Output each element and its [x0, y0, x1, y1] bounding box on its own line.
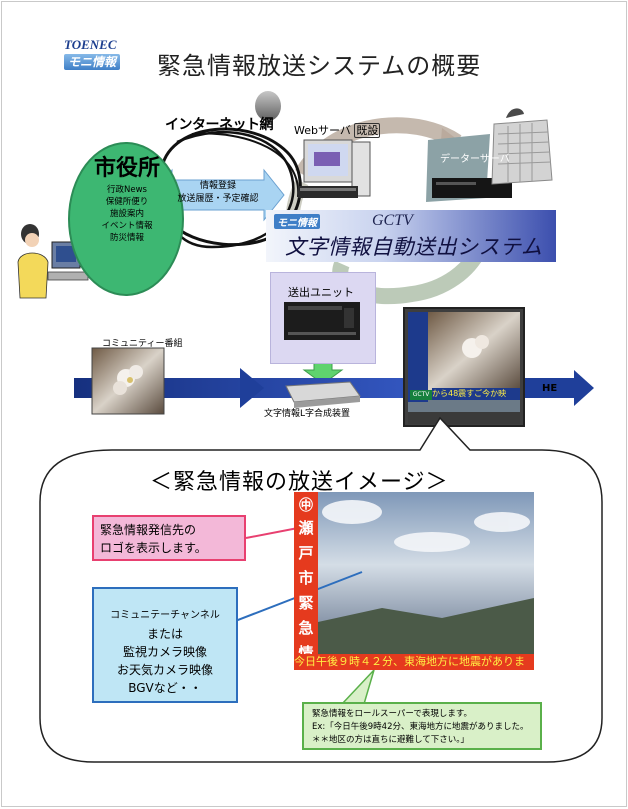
bg-note-line: または: [146, 627, 183, 641]
logo-line2: モニ情報: [64, 54, 121, 70]
city-hall-item: 施設案内: [109, 209, 144, 219]
gctv-system-name: 文字情報自動送出システム: [285, 235, 543, 259]
city-hall-item: 防災情報: [109, 233, 144, 243]
web-server-pc: [298, 139, 371, 198]
tv-logo: GCTV: [410, 390, 432, 400]
emergency-photo-land: [318, 598, 534, 654]
internet-globe: [255, 91, 281, 121]
vertical-char: 戸: [298, 544, 314, 562]
internet-label: インターネット網: [165, 117, 274, 133]
vertical-char: 報: [298, 669, 314, 687]
city-hall-items: 行政News 保健所便り 施設案内 イベント情報 防災情報: [82, 184, 172, 244]
tv-scroll-tape: から48震すご今か映: [432, 388, 520, 400]
send-unit-overlay: [284, 302, 360, 340]
toenec-logo: TOENEC モニ情報: [64, 38, 134, 74]
arrow-text-line2: 放送履歴・予定確認: [177, 194, 259, 204]
vertical-char: 緊: [298, 594, 314, 612]
emergency-photo-clouds: [322, 500, 530, 552]
person-at-pc: [17, 224, 89, 299]
page-title: 緊急情報放送システムの概要: [157, 52, 482, 80]
roll-note-line: Ex:「今日午後9時42分、東海地方に地震がありました。＊＊地区の方は直ちに避難…: [312, 722, 529, 745]
emergency-vertical-logo: ㊥ 瀬 戸 市 緊 急 情 報: [294, 492, 318, 687]
pink-pointer: [245, 527, 299, 539]
community-photo: [91, 347, 165, 415]
flow-arrow-head-1: [240, 368, 264, 408]
data-server-label: データーサーバ: [440, 154, 510, 165]
web-server-badge: 既設: [354, 123, 381, 138]
city-hall-ellipse: [68, 142, 184, 296]
logo-note-line: 緊急情報発信先の: [100, 523, 197, 537]
bg-note-line: BGVなど・・: [128, 681, 202, 695]
internet-loop-3: [191, 132, 300, 198]
logo-note: 緊急情報発信先の ロゴを表示します。: [92, 515, 246, 561]
vertical-char: 市: [298, 569, 314, 587]
bg-note-line: お天気カメラ映像: [116, 663, 213, 677]
image-section-title: ＜緊急情報の放送イメージ＞: [150, 470, 449, 495]
logo-line1: TOENEC: [64, 37, 117, 52]
registration-arrow-text: 情報登録 放送履歴・予定確認: [168, 180, 268, 206]
compositor-device: [285, 381, 361, 408]
gctv-name: GCTV: [372, 212, 413, 229]
tv-set: [403, 307, 525, 427]
tv-tape-text: から48震すご今か映: [432, 389, 507, 398]
community-program-label: コミュニティー番組: [102, 339, 183, 349]
arrow-text-line1: 情報登録: [199, 181, 236, 191]
city-hall-item: イベント情報: [101, 221, 153, 231]
city-hall-item: 保健所便り: [105, 197, 149, 207]
vertical-char: 瀬: [298, 519, 314, 537]
city-hall-title: 市役所: [93, 156, 160, 181]
bg-note-line: コミュニテーチャンネル: [110, 610, 220, 621]
emergency-scroll-tape: 今日午後９時４２分、東海地方に地震がありま: [294, 654, 534, 670]
emergency-mark: ㊥: [299, 498, 313, 514]
vertical-char: 急: [298, 619, 314, 637]
web-server-label: Webサーバ 既設: [294, 122, 381, 138]
flow-bar-out: [522, 378, 576, 398]
roll-super-note: 緊急情報をロールスーパーで表現します。 Ex:「今日午後9時42分、東海地方に地…: [302, 702, 542, 750]
roll-note-line: 緊急情報をロールスーパーで表現します。: [312, 709, 473, 719]
compositor-label: 文字情報L字合成装置: [264, 409, 351, 419]
city-hall-item: 行政News: [107, 185, 147, 195]
he-label: HE: [542, 383, 558, 394]
flow-arrow-head-2: [574, 370, 594, 406]
bg-note-line: 監視カメラ映像: [122, 645, 207, 659]
logo-note-line: ロゴを表示します。: [100, 541, 207, 555]
gctv-logo: モニ情報: [274, 214, 320, 229]
send-unit-label: 送出ユニット: [288, 286, 354, 299]
community-photo-flower: [113, 365, 143, 395]
office-building: [491, 108, 553, 185]
background-video-note: コミュニテーチャンネル または 監視カメラ映像 お天気カメラ映像 BGVなど・・: [92, 587, 238, 703]
web-server-name: Webサーバ: [294, 124, 351, 137]
